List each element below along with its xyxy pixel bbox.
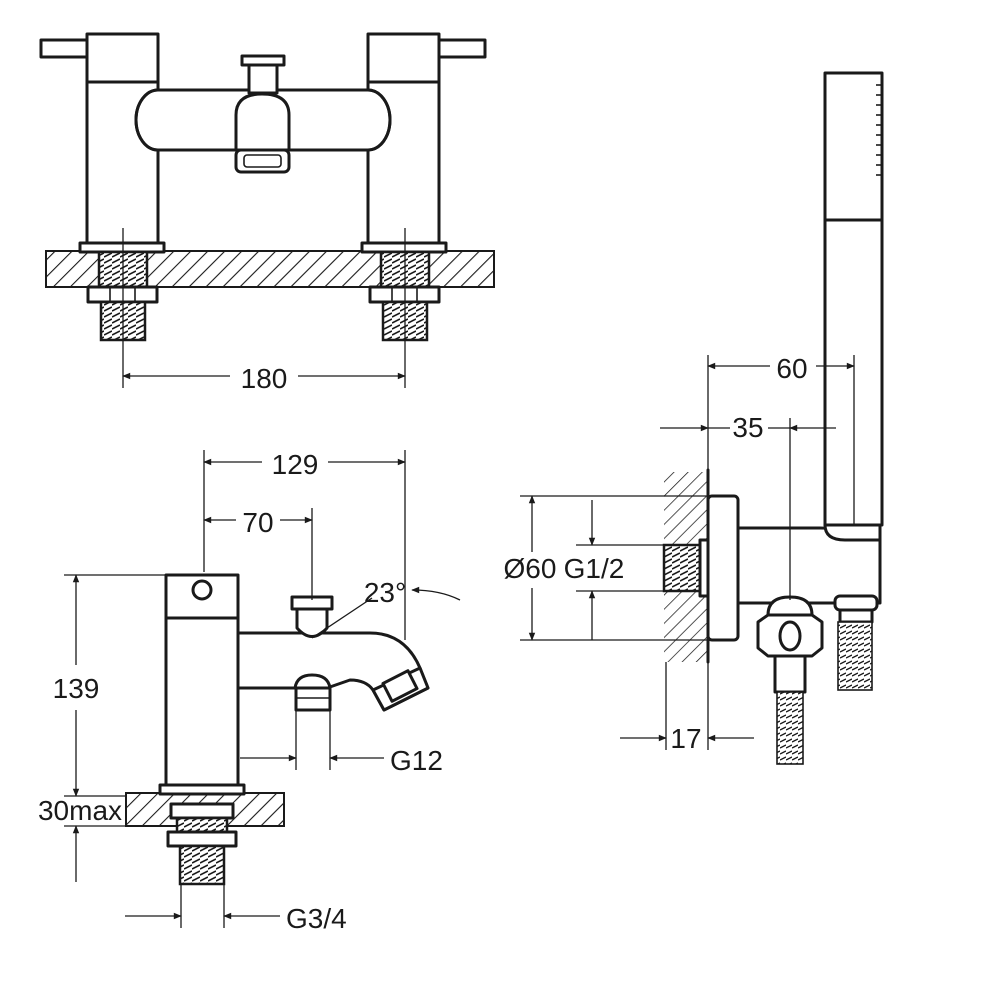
side-column bbox=[164, 573, 240, 787]
side-nut bbox=[166, 830, 238, 848]
dim-spacing-label: 180 bbox=[241, 363, 288, 394]
dim-spout-axis-label: 70 bbox=[242, 507, 273, 538]
handset-connector bbox=[833, 594, 879, 612]
spray-face-ticks bbox=[876, 84, 882, 176]
spout-tip bbox=[381, 669, 419, 703]
side-shank-thread bbox=[178, 844, 226, 886]
dim-flange-diameter-label: Ø60 bbox=[504, 553, 557, 584]
dim-height-label: 139 bbox=[53, 673, 100, 704]
hose-outlet-top bbox=[293, 673, 332, 690]
dim-outlet-offset-label: 35 bbox=[732, 412, 763, 443]
handset-nut bbox=[838, 608, 874, 624]
dim-deck-thickness-label: 30max bbox=[38, 795, 122, 826]
spout-outlet bbox=[234, 92, 291, 152]
side-diverter bbox=[295, 607, 329, 638]
dim-depth-label: 129 bbox=[272, 449, 319, 480]
side-shank-upper bbox=[175, 816, 229, 834]
dim-angle-label: 23° bbox=[364, 577, 406, 608]
shower-hose bbox=[776, 691, 804, 765]
dim-inlet-thread-label: G3/4 bbox=[286, 903, 347, 934]
right-column-top bbox=[366, 32, 441, 84]
hose-outlet-nut bbox=[756, 613, 824, 658]
dim-flange-depth-label: 17 bbox=[670, 723, 701, 754]
dim-projection-label: 60 bbox=[776, 353, 807, 384]
hand-shower-head bbox=[823, 71, 884, 222]
right-lever bbox=[436, 38, 487, 59]
side-washer bbox=[169, 802, 235, 820]
right-base bbox=[360, 241, 448, 254]
wall-nipple-thread bbox=[662, 543, 704, 593]
hose-outlet bbox=[294, 686, 332, 712]
side-view: 129 70 23° 139 30max G12 G3/4 bbox=[38, 449, 461, 934]
dim-outlet-thread-label: G12 bbox=[390, 745, 443, 776]
wall-flange bbox=[706, 494, 740, 642]
diverter-knob-stem bbox=[247, 63, 279, 95]
handset-hose bbox=[837, 621, 873, 691]
dim-inlet-thread-g12-label: G1/2 bbox=[564, 553, 625, 584]
left-lever bbox=[39, 38, 93, 59]
left-column-top bbox=[85, 32, 160, 84]
front-view: 180 bbox=[39, 32, 495, 394]
hose-ferrule bbox=[773, 654, 807, 694]
lever-pivot bbox=[191, 579, 213, 601]
side-base bbox=[158, 783, 246, 796]
wall-outlet-view: 60 35 Ø60 G1/2 17 bbox=[504, 71, 884, 765]
left-base bbox=[78, 241, 166, 254]
